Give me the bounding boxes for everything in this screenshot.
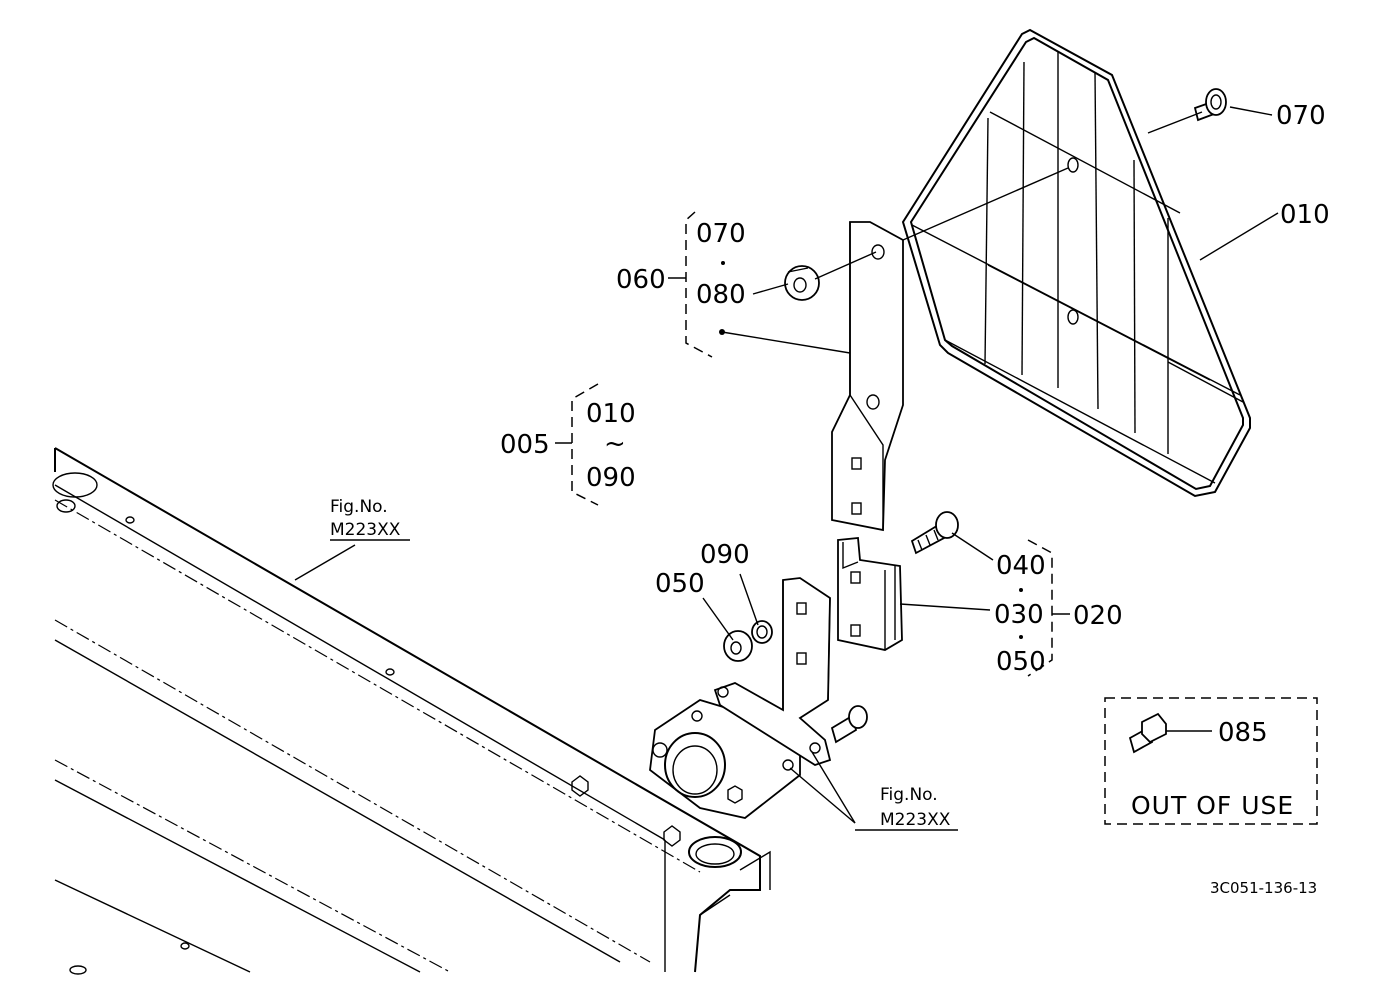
fig-ref-right-line2: M223XX xyxy=(880,810,951,830)
callout-080-group: 080 xyxy=(696,280,746,310)
leader-lines xyxy=(330,106,1279,831)
out-of-use-label: OUT OF USE xyxy=(1131,791,1294,820)
callout-005: 005 xyxy=(500,430,550,460)
out-of-use-box: OUT OF USE xyxy=(1104,697,1318,825)
callout-tilde: ~ xyxy=(604,429,626,459)
fig-ref-left-line2: M223XX xyxy=(330,520,401,540)
nut-080 xyxy=(784,265,820,301)
bolt-085 xyxy=(1128,712,1167,754)
fig-ref-left-line1: Fig.No. xyxy=(330,497,388,517)
washer-090 xyxy=(751,620,773,644)
bolt-070 xyxy=(1193,88,1227,122)
callout-060: 060 xyxy=(616,265,666,295)
callout-010-range: 010 xyxy=(586,399,636,429)
fig-ref-left: Fig.No. M223XX xyxy=(330,497,401,540)
callout-050-group: 050 xyxy=(996,647,1046,677)
callout-090: 090 xyxy=(700,540,750,570)
callout-050: 050 xyxy=(655,569,705,599)
callout-070-top: 070 xyxy=(1276,101,1326,131)
channel-clip xyxy=(837,537,903,651)
wire-guard xyxy=(901,28,1251,498)
callout-020: 020 xyxy=(1073,601,1123,631)
chassis-frame xyxy=(52,447,771,975)
callout-070-group: 070 xyxy=(696,219,746,249)
callout-085: 085 xyxy=(1218,718,1268,748)
group-brackets xyxy=(555,211,1070,677)
nut-050 xyxy=(723,630,753,662)
callout-090-range: 090 xyxy=(586,463,636,493)
bolt-040 xyxy=(910,511,959,555)
l-bracket xyxy=(713,577,832,766)
callout-labels: 070 010 060 070 080 005 010 ~ 090 090 05… xyxy=(500,101,1330,748)
fig-ref-right: Fig.No. M223XX xyxy=(880,785,951,830)
callout-040: 040 xyxy=(996,551,1046,581)
drawing-code: 3C051-136-13 xyxy=(1210,879,1317,897)
stay-bar xyxy=(831,221,904,532)
callout-010: 010 xyxy=(1280,200,1330,230)
fig-ref-right-line1: Fig.No. xyxy=(880,785,938,805)
callout-030: 030 xyxy=(994,600,1044,630)
bracket-bolt xyxy=(830,705,868,744)
